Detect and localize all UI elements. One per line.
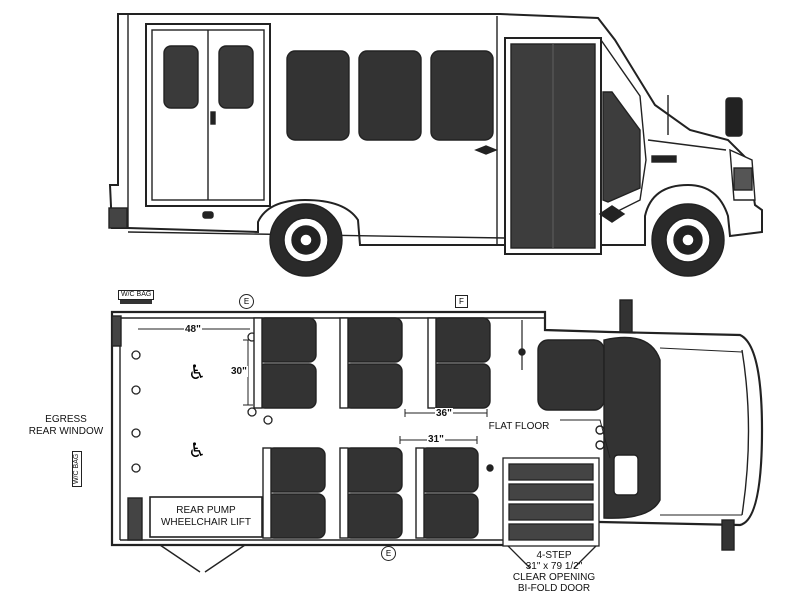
rear-door-window-right xyxy=(218,45,254,109)
bus-floor-plan xyxy=(110,299,764,573)
dimension-30: 30" xyxy=(230,366,248,377)
door-label-line4: BI-FOLD DOOR xyxy=(517,583,591,594)
seats-streetside-row xyxy=(262,447,479,539)
wheelchair-icon: ♿ xyxy=(188,360,206,384)
flat-floor-label: FLAT FLOOR xyxy=(488,421,550,432)
egress-label-line2: REAR WINDOW xyxy=(28,426,104,437)
side-window-2 xyxy=(358,50,422,141)
seat-pair-2 xyxy=(339,317,403,409)
rear-door-window-left xyxy=(163,45,199,109)
door-label-line1: 4-STEP xyxy=(536,550,572,561)
driver-area xyxy=(537,299,750,551)
dimension-31: 31" xyxy=(427,434,445,445)
lift-label-line2: WHEELCHAIR LIFT xyxy=(160,517,251,528)
seat-pair-4 xyxy=(262,447,326,539)
rear-door-swing xyxy=(159,544,246,573)
wheelchair-icon: ♿ xyxy=(188,438,206,462)
cab-window xyxy=(602,91,641,203)
wheelchair-lift xyxy=(149,496,263,538)
dimension-36: 36" xyxy=(435,408,453,419)
wc-bag-tag-top-stripe xyxy=(120,300,152,304)
bus-side-view xyxy=(108,13,763,277)
seat-pair-1 xyxy=(253,317,317,409)
wc-bag-tag-side: W/C BAG xyxy=(72,450,82,487)
side-window-3 xyxy=(430,50,494,141)
marker-e-top: E xyxy=(239,294,254,309)
seats-curbside-row xyxy=(253,317,491,409)
tie-down-points xyxy=(131,332,273,473)
entrance-steps xyxy=(502,457,600,569)
marker-f-top: F xyxy=(455,295,468,308)
marker-e-bottom: E xyxy=(381,546,396,561)
seat-pair-6 xyxy=(415,447,479,539)
seat-pair-3 xyxy=(427,317,491,409)
lift-label-line1: REAR PUMP xyxy=(176,505,236,516)
wc-bag-tag-top: W/C BAG xyxy=(118,290,155,300)
egress-label-line1: EGRESS xyxy=(45,414,87,425)
front-wheel xyxy=(651,203,725,277)
side-mirror xyxy=(725,97,743,137)
seat-pair-5 xyxy=(339,447,403,539)
door-label-line3: CLEAR OPENING xyxy=(512,572,596,583)
rear-wheel xyxy=(269,203,343,277)
side-window-1 xyxy=(286,50,350,141)
door-label-line2: 31" x 79 1/2" xyxy=(525,561,583,572)
dimension-48: 48" xyxy=(184,324,202,335)
